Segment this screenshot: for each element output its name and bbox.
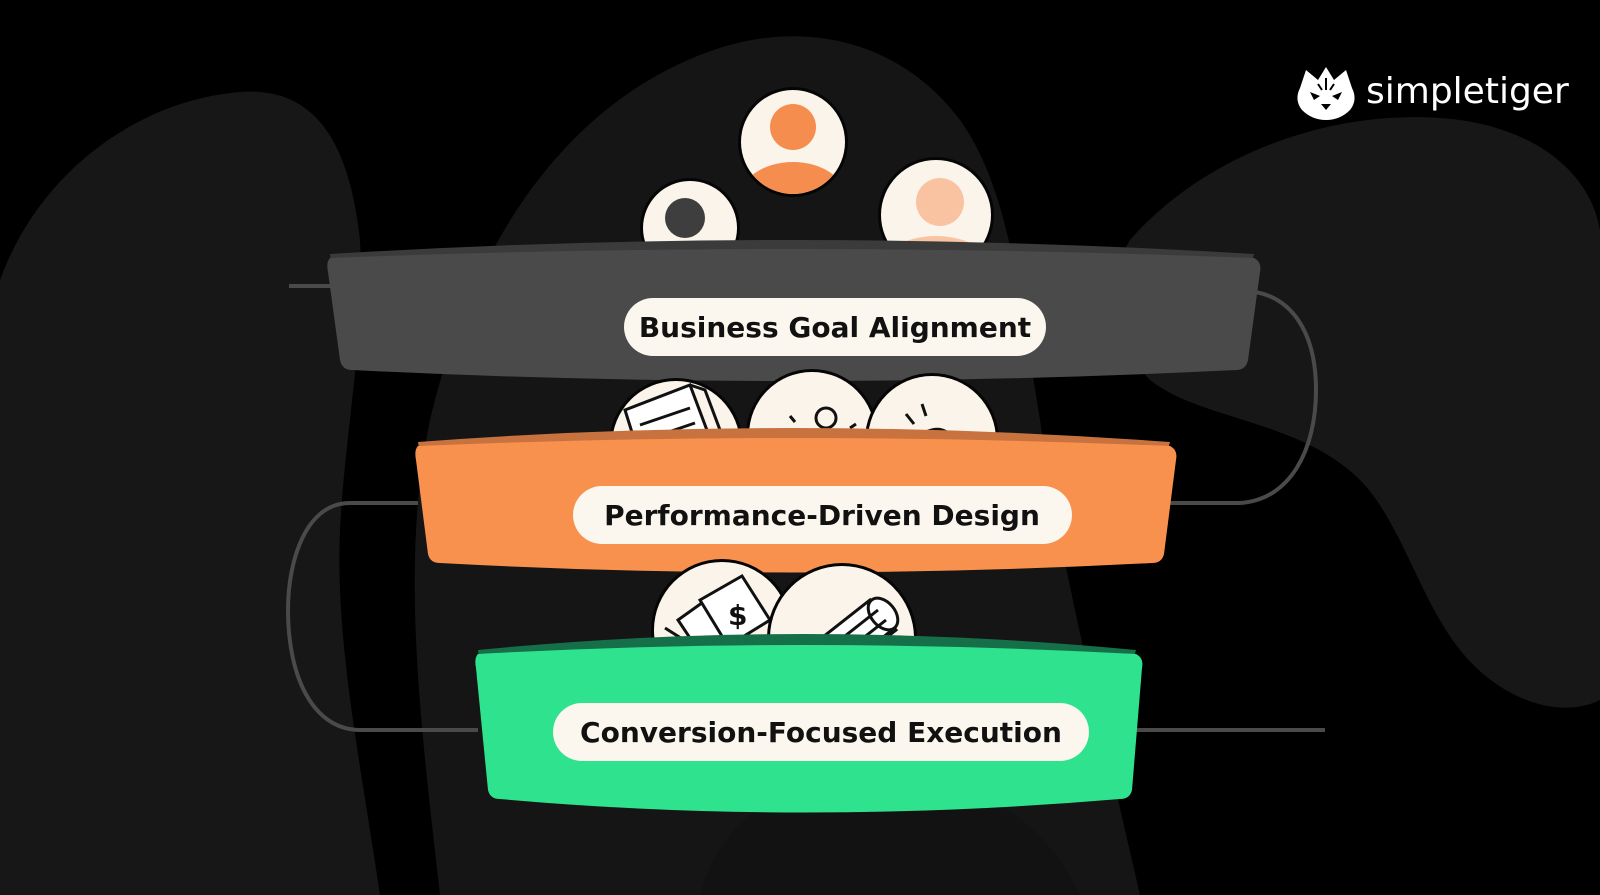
tier-label: Performance-Driven Design: [604, 499, 1040, 532]
connector-lines: [285, 284, 1325, 732]
svg-text:$: $: [728, 599, 747, 632]
silhouette-right: [1112, 117, 1600, 708]
tier-label: Conversion-Focused Execution: [580, 716, 1062, 749]
tier-conversion-focused-execution: Conversion-Focused Execution: [475, 634, 1143, 813]
tier-label-pill: [553, 703, 1089, 761]
tier-business-goal-alignment: Business Goal Alignment: [327, 240, 1261, 381]
tier-performance-driven-design: Performance-Driven Design: [415, 428, 1177, 573]
tier-label: Business Goal Alignment: [639, 311, 1031, 344]
tiger-head-icon: [1297, 67, 1355, 120]
user-avatar-orange-icon: [738, 87, 848, 197]
silhouette-left: [0, 91, 380, 895]
connector-right-upper: [1168, 290, 1319, 505]
connector-left-lower: [285, 501, 478, 732]
tier-label-pill: [573, 486, 1072, 544]
brand-name: simpletiger: [1366, 71, 1569, 112]
tier-label-pill: [624, 298, 1046, 356]
brand-logo: simpletiger: [1297, 67, 1569, 120]
